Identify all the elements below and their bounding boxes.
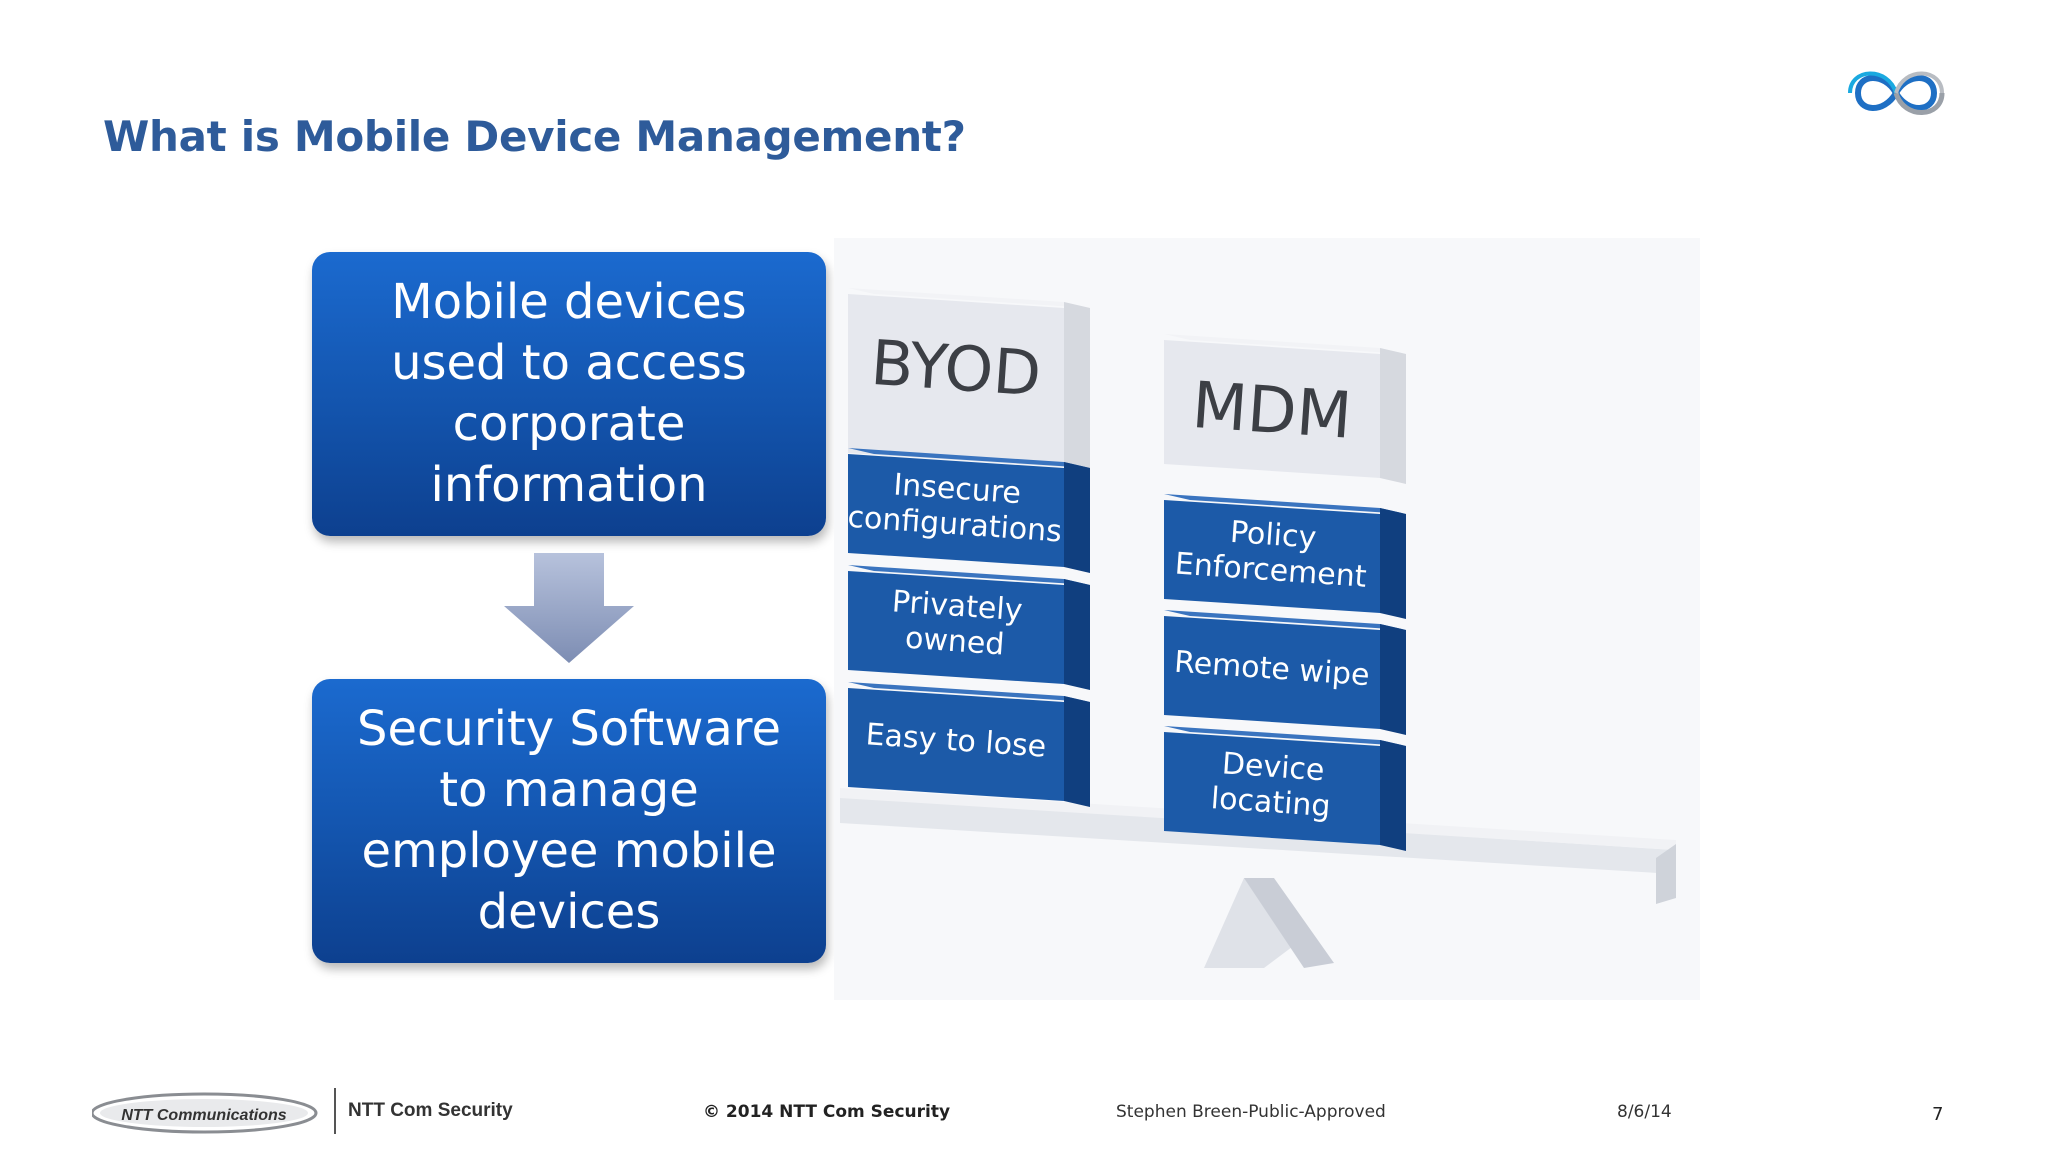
mdm-item-label: Devicelocating: [1210, 746, 1334, 825]
flow-box-bottom-text: Security Software to manage employee mob…: [357, 701, 781, 940]
byod-header-label: BYOD: [869, 326, 1044, 411]
scale-fulcrum: [1204, 878, 1304, 968]
mdm-header-label: MDM: [1190, 369, 1354, 454]
ntt-logo-text: NTT Communications: [121, 1107, 286, 1124]
footer-copyright: © 2014 NTT Com Security: [703, 1102, 951, 1122]
flow-box-top: Mobile devices used to access corporate …: [312, 252, 826, 536]
mdm-header-block: [1164, 334, 1406, 484]
scale-fulcrum-side: [1244, 878, 1334, 968]
byod-item-label: Privatelyowned: [888, 584, 1023, 663]
flow-box-bottom: Security Software to manage employee mob…: [312, 679, 826, 963]
byod-item-block: [848, 448, 1090, 573]
ntt-communications-logo: NTT Communications: [92, 1092, 318, 1134]
footer-date: 8/6/14: [1617, 1102, 1672, 1122]
byod-header-block: [848, 288, 1090, 473]
arrow-down-icon: [504, 553, 634, 663]
mdm-item-block: [1164, 610, 1406, 735]
footer-divider: [334, 1088, 336, 1134]
byod-mdm-scale-illustration: BYODInsecureconfigurationsPrivatelyowned…: [840, 288, 1676, 968]
flow-box-top-text: Mobile devices used to access corporate …: [391, 274, 747, 513]
footer-page-number: 7: [1932, 1104, 1944, 1125]
footer-author: Stephen Breen-Public-Approved: [1116, 1102, 1386, 1122]
footer-brand: NTT Com Security: [348, 1100, 513, 1121]
slide-title: What is Mobile Device Management?: [103, 112, 966, 161]
byod-item-block: [848, 565, 1090, 690]
byod-item-block: [848, 682, 1090, 807]
mdm-item-block: [1164, 726, 1406, 851]
mdm-item-block: [1164, 494, 1406, 619]
scale-beam-end: [1656, 844, 1676, 904]
ntt-com-security-logo-icon: [1848, 71, 1945, 115]
